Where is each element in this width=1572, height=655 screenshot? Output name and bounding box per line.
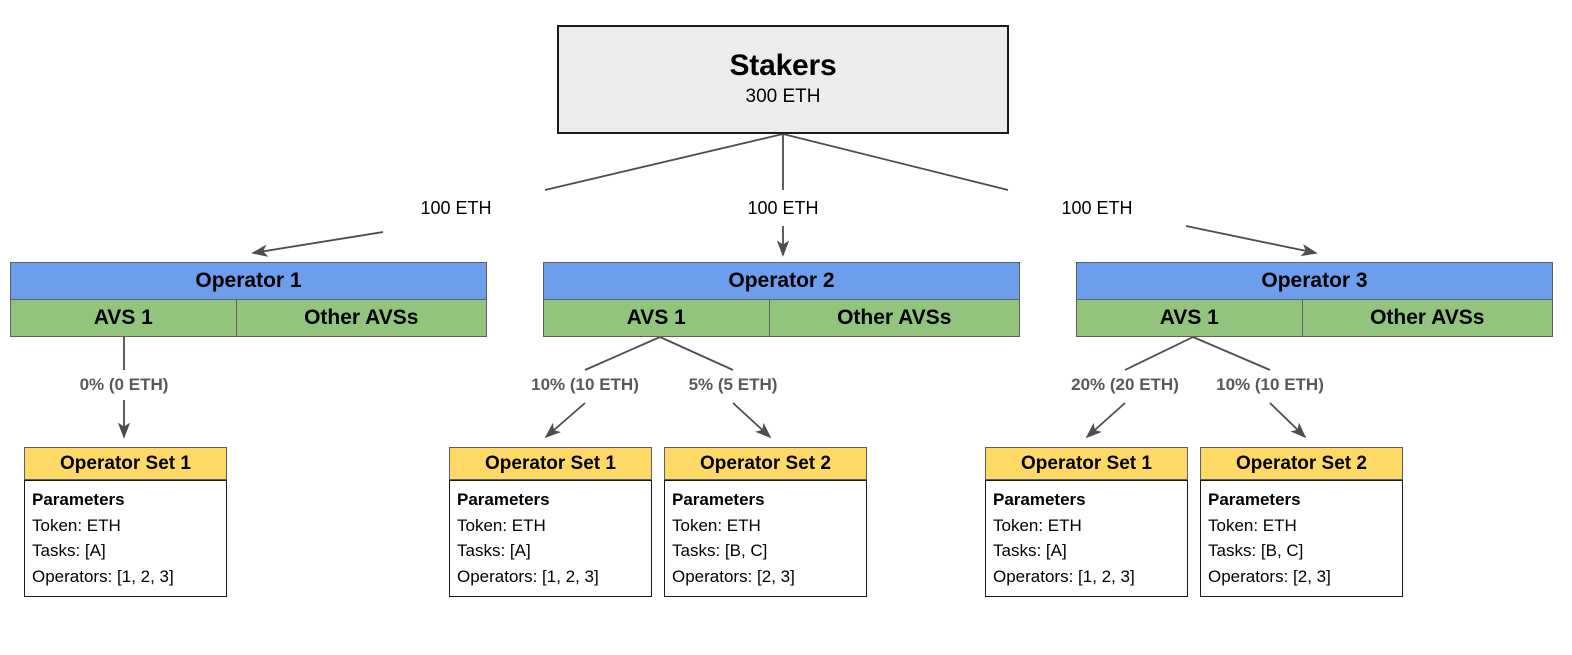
parameter-token: Token: ETH	[993, 515, 1082, 535]
parameters-heading: Parameters	[672, 490, 765, 509]
operator-node-3[interactable]: Operator 3 AVS 1 Other AVSs	[1076, 262, 1553, 337]
parameter-tasks: Tasks: [A]	[32, 541, 106, 560]
stakers-title: Stakers	[729, 49, 837, 83]
edge-stakers-op3-upper	[782, 133, 1009, 191]
edge-op3-set2-lower	[1269, 402, 1307, 439]
edge-op3-set2-upper	[1192, 336, 1271, 371]
parameter-operators: Operators: [1, 2, 3]	[32, 566, 174, 586]
edge-label-delegation-3: 100 ETH	[1058, 198, 1136, 219]
operator-1-header: Operator 1	[10, 262, 487, 300]
edge-op2-set2-lower	[732, 402, 772, 439]
operator-set-1-body: Parameters Token: ETH Tasks: [A] Operato…	[24, 480, 227, 597]
operator-set-4-body: Parameters Token: ETH Tasks: [A] Operato…	[985, 480, 1188, 597]
operator-set-card-4[interactable]: Operator Set 1 Parameters Token: ETH Tas…	[985, 447, 1188, 597]
operator-3-avs-row: AVS 1 Other AVSs	[1076, 300, 1553, 337]
parameter-operators: Operators: [1, 2, 3]	[457, 566, 599, 586]
operator-2-header: Operator 2	[543, 262, 1020, 300]
operator-1-avs-primary[interactable]: AVS 1	[10, 300, 237, 337]
operator-set-card-1[interactable]: Operator Set 1 Parameters Token: ETH Tas…	[24, 447, 227, 597]
operator-set-3-body: Parameters Token: ETH Tasks: [B, C] Oper…	[664, 480, 867, 597]
parameter-operators: Operators: [2, 3]	[1208, 566, 1331, 586]
edge-op3-set1-upper	[1124, 336, 1194, 371]
operator-set-card-5[interactable]: Operator Set 2 Parameters Token: ETH Tas…	[1200, 447, 1403, 597]
operator-set-2-body: Parameters Token: ETH Tasks: [A] Operato…	[449, 480, 652, 597]
operator-node-1[interactable]: Operator 1 AVS 1 Other AVSs	[10, 262, 487, 337]
edge-stakers-op1-upper	[544, 133, 784, 191]
parameters-heading: Parameters	[457, 490, 550, 509]
parameter-tasks: Tasks: [B, C]	[672, 541, 768, 560]
operator-set-5-body: Parameters Token: ETH Tasks: [B, C] Oper…	[1200, 480, 1403, 597]
edge-op2-set1-lower	[544, 402, 586, 439]
parameter-operators: Operators: [2, 3]	[672, 566, 795, 586]
operator-set-card-3[interactable]: Operator Set 2 Parameters Token: ETH Tas…	[664, 447, 867, 597]
operator-set-4-title: Operator Set 1	[985, 447, 1188, 480]
edge-stakers-op1-lower	[251, 231, 384, 257]
parameter-tasks: Tasks: [A]	[457, 541, 531, 560]
parameters-heading: Parameters	[1208, 490, 1301, 509]
edge-label-allocation-4: 20% (20 ETH)	[1068, 375, 1182, 395]
edge-label-delegation-1: 100 ETH	[417, 198, 495, 219]
parameters-heading: Parameters	[993, 490, 1086, 509]
edge-label-delegation-2: 100 ETH	[744, 198, 822, 219]
parameter-tasks: Tasks: [A]	[993, 541, 1067, 560]
operator-set-5-title: Operator Set 2	[1200, 447, 1403, 480]
operator-set-card-2[interactable]: Operator Set 1 Parameters Token: ETH Tas…	[449, 447, 652, 597]
edge-label-allocation-3: 5% (5 ETH)	[685, 375, 781, 395]
edge-stakers-op3-lower	[1185, 225, 1318, 257]
edge-op2-set1-upper	[584, 336, 661, 371]
stakers-node: Stakers 300 ETH	[557, 25, 1009, 134]
edge-label-allocation-2: 10% (10 ETH)	[528, 375, 642, 395]
edge-op2-set2-upper	[659, 336, 734, 371]
edge-op3-set1-lower	[1085, 402, 1126, 439]
edge-label-allocation-1: 0% (0 ETH)	[76, 375, 172, 395]
operator-3-header: Operator 3	[1076, 262, 1553, 300]
parameter-token: Token: ETH	[457, 515, 546, 535]
operator-set-2-title: Operator Set 1	[449, 447, 652, 480]
operator-1-avs-row: AVS 1 Other AVSs	[10, 300, 487, 337]
operator-2-avs-other[interactable]: Other AVSs	[769, 300, 1020, 337]
operator-1-avs-other[interactable]: Other AVSs	[236, 300, 487, 337]
operator-3-avs-primary[interactable]: AVS 1	[1076, 300, 1303, 337]
operator-3-avs-other[interactable]: Other AVSs	[1302, 300, 1553, 337]
parameter-token: Token: ETH	[672, 515, 761, 535]
operator-set-3-title: Operator Set 2	[664, 447, 867, 480]
parameter-token: Token: ETH	[32, 515, 121, 535]
parameters-heading: Parameters	[32, 490, 125, 509]
stakers-amount: 300 ETH	[745, 85, 821, 107]
operator-2-avs-primary[interactable]: AVS 1	[543, 300, 770, 337]
operator-2-avs-row: AVS 1 Other AVSs	[543, 300, 1020, 337]
edge-label-allocation-5: 10% (10 ETH)	[1213, 375, 1327, 395]
operator-node-2[interactable]: Operator 2 AVS 1 Other AVSs	[543, 262, 1020, 337]
parameter-operators: Operators: [1, 2, 3]	[993, 566, 1135, 586]
operator-set-1-title: Operator Set 1	[24, 447, 227, 480]
parameter-token: Token: ETH	[1208, 515, 1297, 535]
parameter-tasks: Tasks: [B, C]	[1208, 541, 1304, 560]
